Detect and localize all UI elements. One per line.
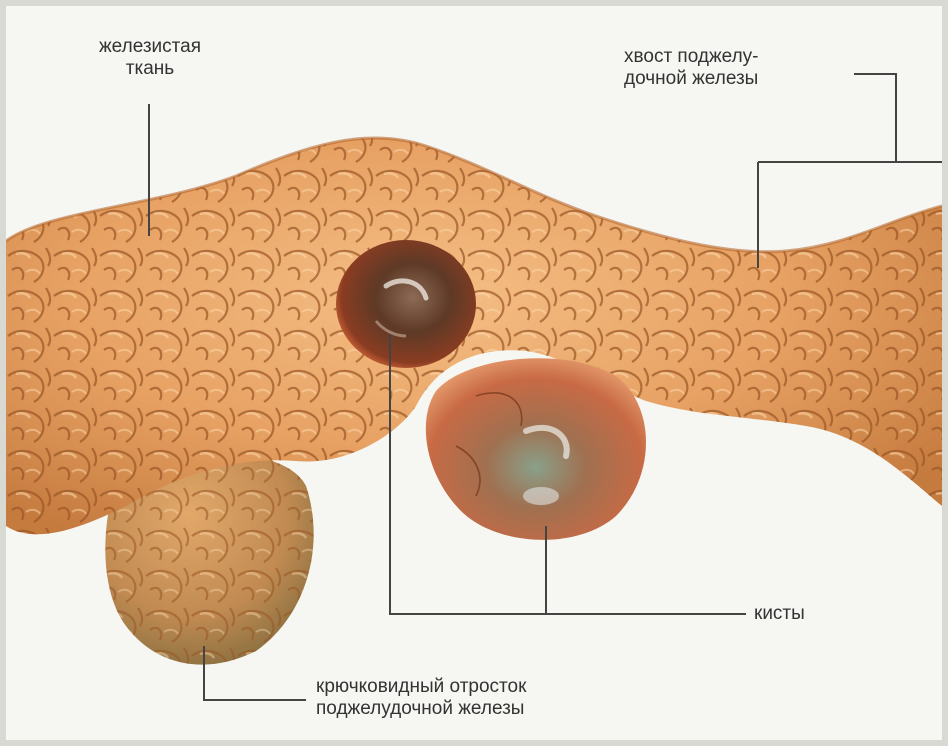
label-cysts-text: кисты [754,603,805,625]
label-glandular-tissue: железистая ткань [68,36,232,80]
label-tail: хвост поджелу- дочной железы [624,46,759,90]
label-tail-line2: дочной железы [624,68,759,90]
label-tail-line1: хвост поджелу- [624,46,759,68]
label-glandular-tissue-line2: ткань [68,58,232,80]
cyst-lower [426,358,646,540]
pancreas-illustration [6,6,942,740]
label-uncinate-process: крючковидный отросток поджелудочной желе… [316,676,526,720]
cyst-upper [336,240,476,368]
label-glandular-tissue-line1: железистая [68,36,232,58]
label-cysts: кисты [754,603,805,625]
label-uncinate-line1: крючковидный отросток [316,676,526,698]
label-uncinate-line2: поджелудочной железы [316,698,526,720]
